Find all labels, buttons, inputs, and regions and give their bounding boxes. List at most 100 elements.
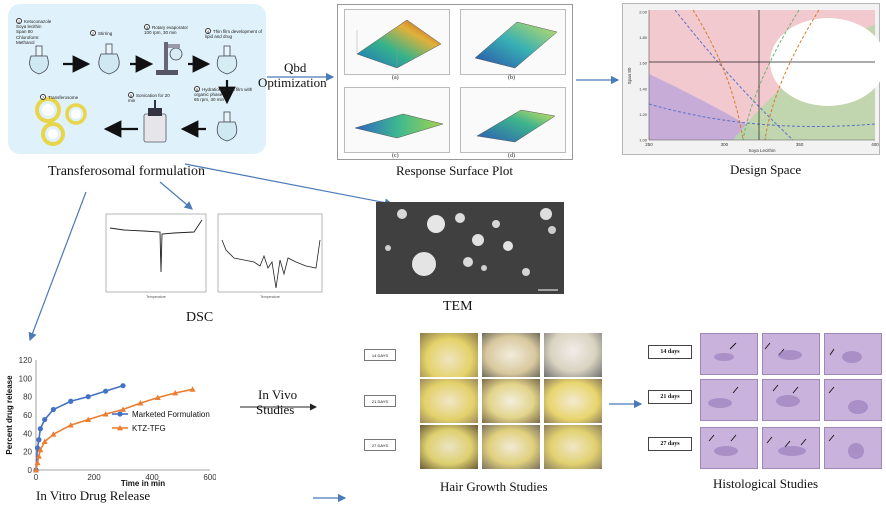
- hair-photo-21-b: [482, 379, 540, 423]
- hair-photo-27-b: [482, 425, 540, 469]
- histo-image-21-c: [824, 379, 882, 421]
- release-x-label: Time in min: [121, 479, 165, 488]
- release-point: [154, 394, 161, 400]
- qbd-label: Qbd: [284, 60, 307, 75]
- dsc-panel: Temperature Temperature: [104, 212, 340, 304]
- hair-photo-14-c: [544, 333, 602, 377]
- release-y-tick: 0: [28, 466, 33, 475]
- rsp-label-a: (a): [392, 75, 399, 81]
- release-caption: In Vitro Drug Release: [36, 488, 151, 503]
- stirring-flask-icon: [98, 43, 120, 75]
- hair-growth-caption: Hair Growth Studies: [440, 479, 548, 494]
- histology-panel: 14 days 21 days 27 days: [644, 333, 886, 473]
- release-point: [36, 437, 42, 443]
- histo-row-label-27: 27 days: [648, 437, 692, 451]
- dsc-caption: DSC: [186, 310, 214, 325]
- tem-micrograph: [376, 202, 564, 294]
- hair-photo-14-a: [420, 333, 478, 377]
- hair-photo-27-c: [544, 425, 602, 469]
- dsc-thermogram-1: [109, 219, 203, 273]
- hair-row-label-21: 21 DAYS: [364, 395, 396, 407]
- release-point: [85, 394, 91, 400]
- histo-arrows: [708, 342, 868, 459]
- design-x-tick: 250: [645, 142, 653, 147]
- release-legend-marker: [117, 411, 123, 417]
- sonicator-icon: [143, 100, 167, 143]
- rsp-plot-b: [460, 9, 566, 75]
- optimization-label: Optimization: [258, 75, 327, 90]
- design-x-tick: 400: [871, 142, 879, 147]
- hair-row-label-14: 14 DAYS: [364, 349, 396, 361]
- release-point: [137, 400, 144, 406]
- dsc-thermogram-2: [221, 239, 321, 289]
- histo-row-label-14: 14 days: [648, 345, 692, 359]
- release-point: [102, 411, 109, 417]
- hair-photo-21-c: [544, 379, 602, 423]
- svg-text:Temperature: Temperature: [260, 295, 280, 299]
- hydration-flask-icon: [216, 111, 238, 142]
- arrow-formulation-to-dsc: [159, 181, 193, 210]
- release-legend-label: KTZ-TFG: [132, 424, 166, 433]
- rsp-label-d: (d): [508, 153, 515, 159]
- hair-growth-panel: 14 DAYS 21 DAYS 27 DAYS: [358, 333, 604, 473]
- rsp-label-c: (c): [392, 153, 399, 159]
- release-point: [68, 398, 74, 404]
- design-y-ticks: 2.001.801.601.401.201.00: [639, 10, 648, 143]
- release-y-tick: 100: [19, 374, 33, 383]
- release-legend-label: Marketed Formulation: [132, 410, 210, 419]
- hair-row-label-27: 27 DAYS: [364, 439, 396, 451]
- release-point: [35, 453, 42, 459]
- release-point: [85, 416, 92, 422]
- arrow-formulation-to-tem: [184, 163, 394, 207]
- release-y-tick: 60: [23, 411, 32, 420]
- transferosome-icon: [35, 97, 87, 146]
- release-y-tick: 20: [23, 448, 32, 457]
- release-legend-marker: [117, 425, 123, 431]
- release-y-label: Percent drug release: [5, 375, 14, 455]
- release-x-tick: 400: [145, 473, 159, 482]
- hair-photo-14-b: [482, 333, 540, 377]
- release-point: [189, 386, 196, 392]
- release-point: [50, 431, 57, 437]
- release-x-tick: 200: [87, 473, 101, 482]
- release-point: [42, 416, 48, 423]
- release-y-tick: 80: [23, 393, 32, 402]
- hair-photo-27-a: [420, 425, 478, 469]
- release-point: [33, 467, 39, 473]
- release-point: [37, 426, 43, 432]
- design-ylabel: Span 80: [627, 67, 632, 84]
- formulation-caption: Transferosomal formulation: [48, 164, 205, 179]
- release-point: [37, 446, 44, 453]
- histo-row-label-21: 21 days: [648, 390, 692, 404]
- rsp-plot-c: [344, 87, 450, 153]
- release-point: [34, 445, 41, 451]
- design-y-tick: 1.80: [639, 35, 648, 40]
- release-x-tick: 0: [34, 473, 39, 482]
- rsp-plot-d: [460, 87, 566, 153]
- svg-text:Temperature: Temperature: [146, 295, 166, 299]
- release-point: [34, 459, 41, 466]
- release-point: [103, 388, 109, 394]
- release-point: [120, 406, 126, 412]
- design-x-tick: 300: [721, 142, 729, 147]
- release-point: [41, 438, 48, 444]
- release-point: [67, 422, 74, 428]
- hair-photo-21-a: [420, 379, 478, 423]
- design-y-tick: 2.00: [639, 10, 648, 15]
- rotary-evaporator-icon: [156, 42, 183, 75]
- formulation-flow: [29, 42, 238, 146]
- flask-icon: [29, 45, 49, 75]
- release-y-tick: 120: [19, 356, 33, 365]
- release-point: [50, 406, 57, 413]
- in-vivo-label-1: In Vivo: [258, 387, 298, 402]
